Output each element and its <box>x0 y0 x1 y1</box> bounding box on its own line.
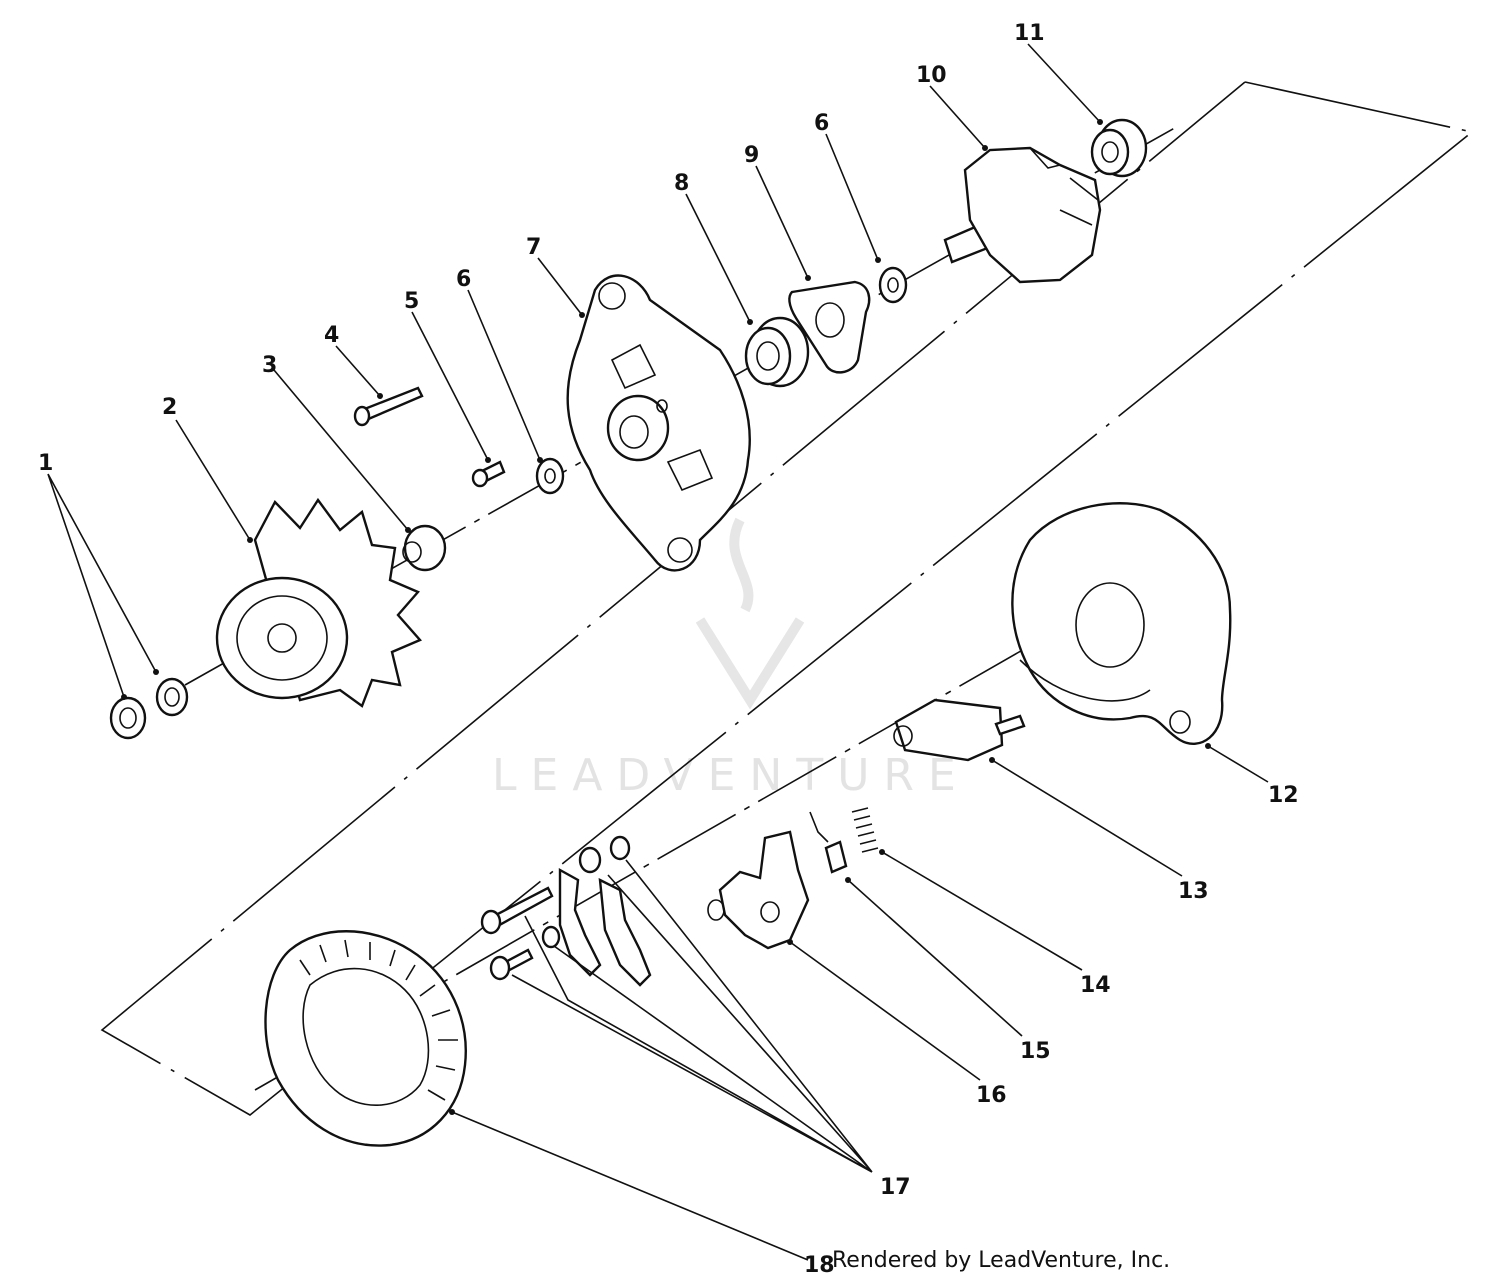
part-17-rectifier-hardware[interactable] <box>480 835 652 987</box>
part-12-rear-housing[interactable] <box>1011 502 1232 746</box>
part-8-bearing[interactable] <box>744 316 810 388</box>
part-2-pulley-fan[interactable] <box>215 497 422 708</box>
callout-15[interactable]: 15 <box>1020 1039 1051 1064</box>
callout-16[interactable]: 16 <box>976 1083 1007 1108</box>
part-1-nut-washer[interactable] <box>109 677 189 740</box>
callout-11[interactable]: 11 <box>1014 21 1045 46</box>
callout-18[interactable]: 18 <box>804 1253 835 1278</box>
callout-6-rear[interactable]: 6 <box>814 111 829 136</box>
assembly-frame-line <box>100 81 1474 1116</box>
watermark-text: LEADVENTURE <box>492 750 970 801</box>
callout-4[interactable]: 4 <box>324 323 339 348</box>
part-14-spring[interactable] <box>851 807 879 853</box>
callout-9[interactable]: 9 <box>744 143 759 168</box>
callout-10[interactable]: 10 <box>916 63 947 88</box>
callout-17[interactable]: 17 <box>880 1175 911 1200</box>
part-3-spacer[interactable] <box>402 524 447 572</box>
callout-14[interactable]: 14 <box>1080 973 1111 998</box>
callout-5[interactable]: 5 <box>404 289 419 314</box>
part-5-screw[interactable] <box>471 460 506 488</box>
part-18-stator[interactable] <box>264 930 467 1147</box>
render-credit: Rendered by LeadVenture, Inc. <box>832 1248 1171 1273</box>
leadventure-watermark-logo <box>695 517 805 710</box>
part-7-front-housing[interactable] <box>566 274 751 572</box>
part-6-washer-rear[interactable] <box>878 266 908 304</box>
part-16-brush-holder[interactable] <box>707 830 810 950</box>
part-9-retainer-plate[interactable] <box>788 280 871 374</box>
part-15-brush[interactable] <box>809 811 848 874</box>
callout-13[interactable]: 13 <box>1178 879 1209 904</box>
callout-2[interactable]: 2 <box>162 395 177 420</box>
part-4-bolt[interactable] <box>353 386 424 427</box>
callout-12[interactable]: 12 <box>1268 783 1299 808</box>
callout-3[interactable]: 3 <box>262 353 277 378</box>
part-10-rotor[interactable] <box>943 146 1102 284</box>
leader-lines <box>47 43 1269 1261</box>
callout-8[interactable]: 8 <box>674 171 689 196</box>
part-13-regulator[interactable] <box>893 698 1026 762</box>
leader-dots <box>121 119 1211 1115</box>
part-11-rear-bearing[interactable] <box>1090 118 1148 178</box>
callout-6-front[interactable]: 6 <box>456 267 471 292</box>
part-6-washer-front[interactable] <box>535 457 565 495</box>
callout-1[interactable]: 1 <box>38 451 53 476</box>
callout-7[interactable]: 7 <box>526 235 541 260</box>
